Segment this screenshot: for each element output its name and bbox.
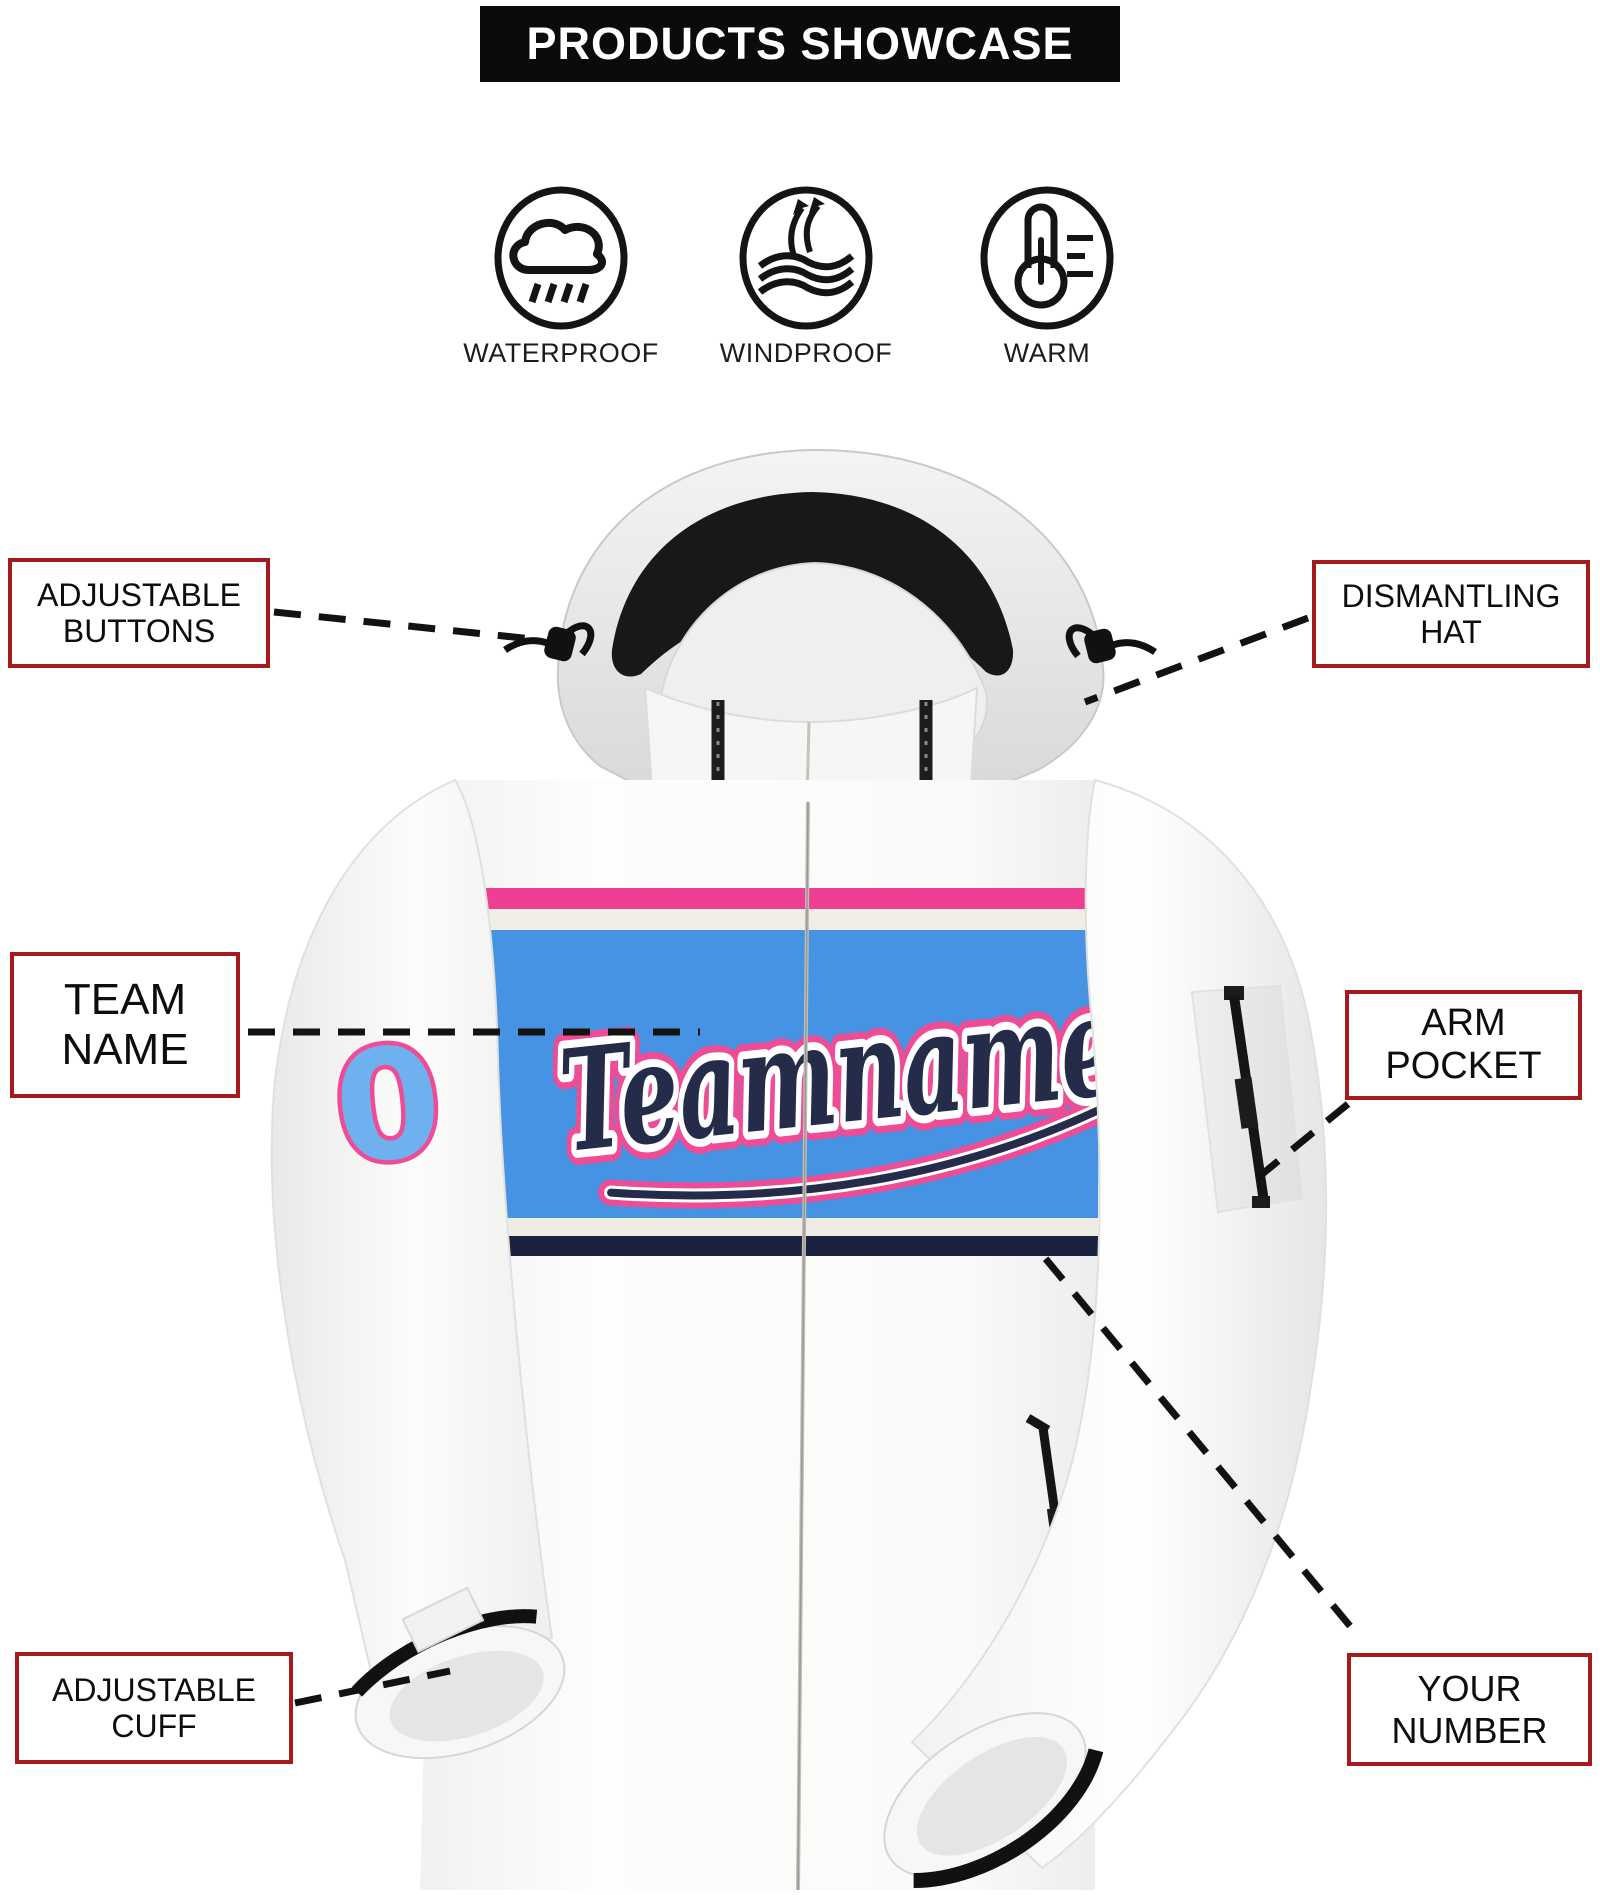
chest-stripe-navy [420,1236,1100,1256]
feature-windproof: WINDPROOF [706,182,906,369]
hood-toggle-right [1065,624,1157,664]
arm-pocket-panel [1190,984,1304,1214]
callout-adjustable-cuff: ADJUSTABLE CUFF [15,1652,293,1764]
callout-label: ADJUSTABLE CUFF [52,1671,256,1744]
chest-stripe-pink [420,888,1100,909]
script-swoosh [607,1094,1127,1200]
arm-pocket-zipper [1224,986,1270,1208]
leader-dismantling-hat [1083,614,1310,706]
callout-dismantling-hat: DISMANTLING HAT [1312,560,1590,668]
chest-stripe-cream-top [420,909,1100,930]
callout-label: DISMANTLING HAT [1341,577,1561,650]
leader-arm-pocket [1247,1101,1351,1187]
warm-icon [980,186,1114,330]
page-title: PRODUCTS SHOWCASE [526,18,1074,69]
title-banner: PRODUCTS SHOWCASE [480,6,1120,82]
leader-adjustable-cuff [294,1667,451,1707]
leader-lines [248,608,1353,1707]
callout-adjustable-buttons: ADJUSTABLE BUTTONS [8,558,270,668]
leader-adjustable-buttons [273,608,543,644]
hood-toggle-left [503,622,595,662]
callout-label: ADJUSTABLE BUTTONS [37,576,241,649]
callout-arm-pocket: ARM POCKET [1345,990,1582,1100]
callout-label: ARM POCKET [1385,1001,1542,1087]
right-sleeve [910,778,1328,1870]
callout-label: TEAM NAME [61,974,189,1074]
leader-your-number [1037,1249,1353,1629]
chest-stripe-cream-bottom [420,1218,1100,1236]
windproof-icon [739,186,873,330]
right-cuff-strap [913,1748,1104,1889]
feature-label: WARM [1003,338,1091,368]
sleeve-number: 0 [326,1012,450,1199]
feature-waterproof: WATERPROOF [461,182,661,369]
feature-label: WATERPROOF [463,338,659,368]
callout-your-number: YOUR NUMBER [1347,1653,1592,1766]
chest-band-blue [420,930,1100,1218]
right-cuff [883,1712,1104,1889]
waterproof-icon [494,186,628,330]
callout-label: YOUR NUMBER [1391,1668,1548,1751]
callout-team-name: TEAM NAME [10,952,240,1098]
feature-warm: WARM [947,182,1147,369]
collar-shell [643,686,979,803]
front-zipper [796,801,810,1891]
left-cuff [351,1586,566,1760]
feature-label: WINDPROOF [719,338,893,368]
left-cuff-tab [401,1586,485,1654]
